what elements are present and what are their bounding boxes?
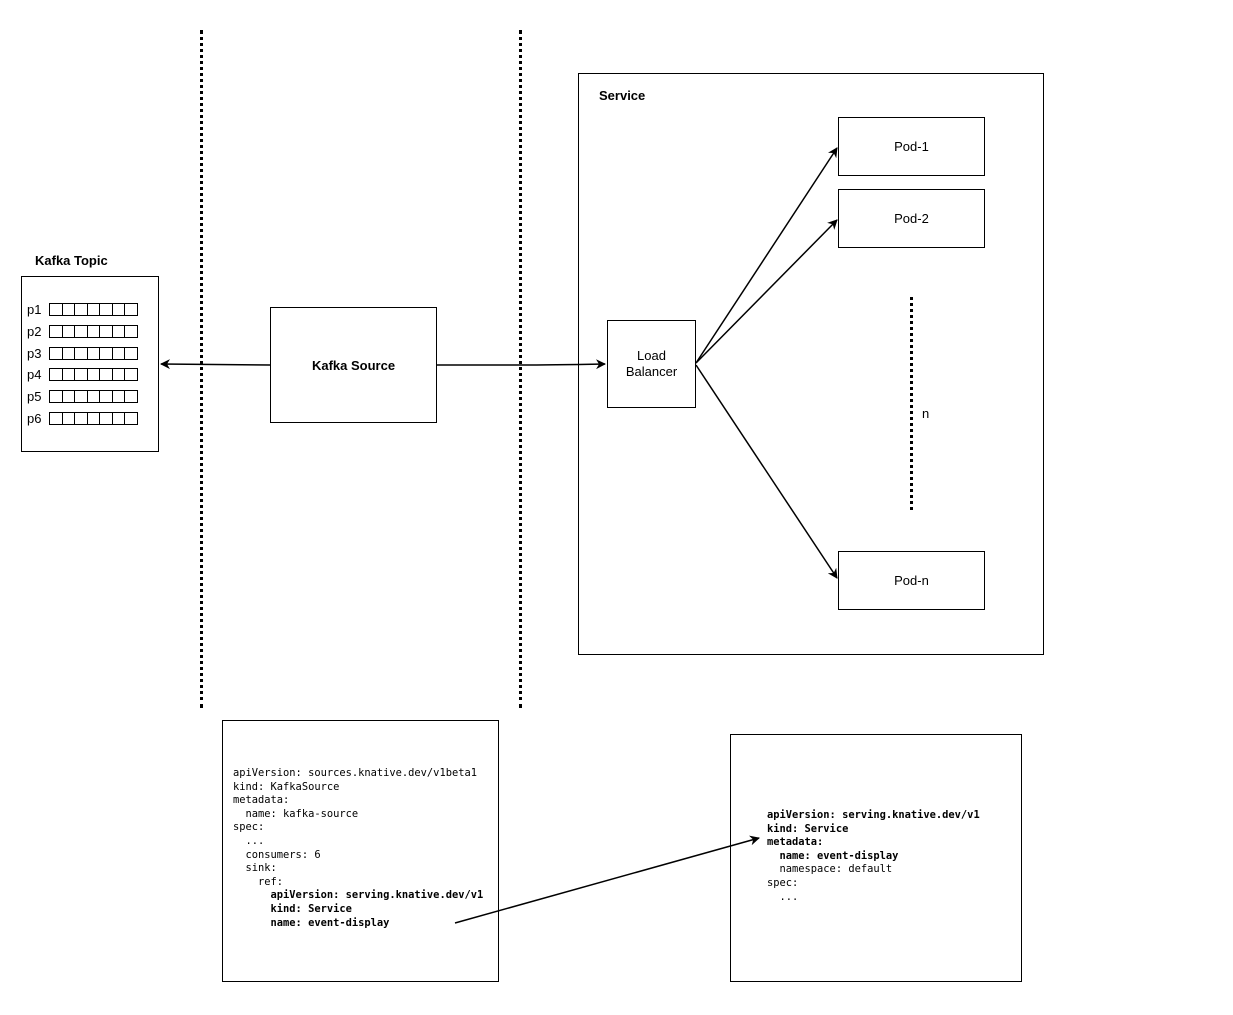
- pod-ellipsis-line: [910, 297, 913, 510]
- arrow-source-to-load-balancer: [437, 359, 606, 370]
- partition-label: p4: [27, 366, 42, 382]
- yaml-line: name: kafka-source: [233, 807, 359, 820]
- pod-n-label: Pod-n: [894, 573, 929, 588]
- partition-segments: [49, 389, 138, 403]
- kafka-source-label: Kafka Source: [311, 357, 396, 373]
- yaml-line: metadata:: [767, 836, 824, 849]
- yaml-line: consumers: 6: [233, 848, 321, 861]
- service-yaml: apiVersion: serving.knative.dev/v1 kind:…: [767, 809, 980, 904]
- partition-row: p5: [27, 388, 138, 404]
- partition-row: p1: [27, 301, 138, 317]
- partition-label: p5: [27, 388, 42, 404]
- yaml-line: metadata:: [233, 794, 290, 807]
- pod-count-label: n: [922, 406, 930, 421]
- pod-2-label: Pod-2: [894, 211, 929, 226]
- yaml-line: namespace: default: [767, 863, 893, 876]
- yaml-line: apiVersion: serving.knative.dev/v1: [767, 809, 980, 821]
- yaml-line: name: event-display: [233, 916, 390, 929]
- partition-label: p2: [27, 323, 42, 339]
- partition-segments: [49, 324, 138, 338]
- kafka-topic-box: [21, 276, 159, 452]
- arrow-source-to-topic: [160, 359, 271, 370]
- load-balancer-label-line2: Balancer: [625, 364, 678, 379]
- partition-label: p1: [27, 301, 42, 317]
- pod-1-label: Pod-1: [894, 139, 929, 154]
- partition-segments: [49, 346, 138, 360]
- yaml-line: ...: [767, 890, 799, 903]
- load-balancer-label-line1: Load: [637, 348, 666, 363]
- yaml-line: apiVersion: serving.knative.dev/v1: [233, 889, 484, 902]
- arrow-lb-to-pod-2: [695, 219, 838, 364]
- yaml-line: kind: Service: [767, 822, 849, 835]
- partition-row: p2: [27, 323, 138, 339]
- kafka-topic-title: Kafka Topic: [35, 253, 108, 268]
- kafka-source-yaml-box: [222, 720, 499, 982]
- pod-2-box[interactable]: Pod-2: [838, 189, 985, 248]
- load-balancer-box[interactable]: Load Balancer: [607, 320, 696, 408]
- arrow-sink-to-service-yaml: [454, 835, 760, 924]
- partition-segments: [49, 367, 138, 381]
- yaml-line: spec:: [767, 876, 799, 889]
- yaml-line: ref:: [233, 875, 284, 888]
- yaml-line: kind: KafkaSource: [233, 780, 340, 793]
- yaml-line: spec:: [233, 821, 265, 834]
- partition-row: p3: [27, 345, 138, 361]
- service-title: Service: [599, 88, 646, 103]
- partition-label: p3: [27, 345, 42, 361]
- partition-row: p6: [27, 410, 138, 426]
- kafka-source-box[interactable]: Kafka Source: [270, 307, 437, 423]
- yaml-line: ...: [233, 834, 265, 847]
- partition-segments: [49, 411, 138, 425]
- yaml-line: apiVersion: sources.knative.dev/v1beta1: [233, 767, 477, 779]
- yaml-line: kind: Service: [233, 902, 352, 915]
- pod-1-box[interactable]: Pod-1: [838, 117, 985, 176]
- arrow-lb-to-pod-n: [695, 364, 838, 579]
- service-yaml-box: [730, 734, 1022, 982]
- yaml-line: sink:: [233, 862, 277, 875]
- separator-right: [519, 30, 522, 708]
- partition-label: p6: [27, 410, 42, 426]
- separator-left: [200, 30, 203, 708]
- arrow-lb-to-pod-1: [695, 147, 838, 364]
- partition-segments: [49, 302, 138, 316]
- pod-n-box[interactable]: Pod-n: [838, 551, 985, 610]
- yaml-line: name: event-display: [767, 849, 899, 862]
- kafka-source-yaml: apiVersion: sources.knative.dev/v1beta1 …: [233, 767, 483, 930]
- partition-row: p4: [27, 366, 138, 382]
